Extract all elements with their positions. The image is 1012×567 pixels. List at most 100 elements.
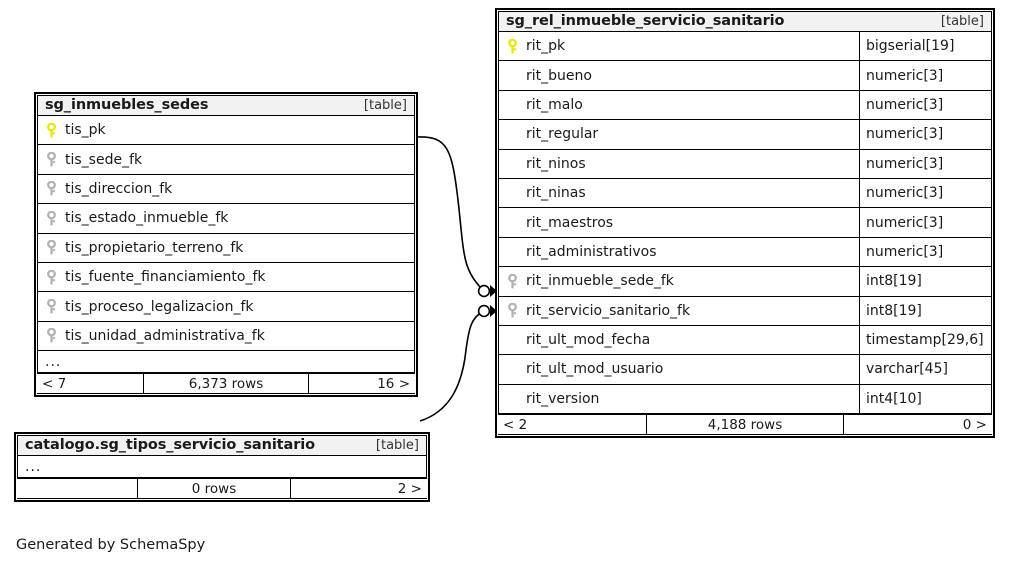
table-row: rit_ninas numeric[3] (499, 178, 991, 209)
column-name-cell: rit_administrativos (499, 238, 859, 266)
column-name-cell: rit_pk (499, 32, 859, 60)
table-title: catalogo.sg_tipos_servicio_sanitario (25, 437, 315, 453)
footer-parent-count[interactable]: < 2 (503, 416, 528, 433)
column-type-cell: int8[19] (859, 267, 991, 296)
column-name-cell: tis_proceso_legalizacion_fk (38, 292, 414, 320)
column-label: rit_version (526, 390, 600, 407)
column-type-cell: int8[19] (859, 296, 991, 325)
column-label: rit_pk (526, 38, 566, 55)
foreign-key-icon (45, 152, 58, 167)
relationship-line-servicio-sanitario (419, 312, 482, 422)
table-row: rit_version int4[10] (499, 384, 991, 415)
column-type-cell: numeric[3] (859, 149, 991, 178)
truncated-indicator: ... (45, 353, 62, 370)
table-row: rit_pk bigserial[19] (499, 32, 991, 62)
column-label: rit_bueno (526, 67, 592, 84)
table-row: rit_ult_mod_fecha timestamp[29,6] (499, 325, 991, 356)
table-type-tag: [table] (940, 13, 984, 29)
column-name-cell: rit_version (499, 385, 859, 413)
table-title: sg_rel_inmueble_servicio_sanitario (506, 13, 785, 29)
table-truncated-row: ... (38, 351, 414, 374)
column-label: rit_ult_mod_fecha (526, 332, 651, 349)
column-name-cell: tis_direccion_fk (38, 175, 414, 203)
table-footer: 0 rows 2 > (17, 478, 427, 499)
table-footer: < 2 4,188 rows 0 > (498, 414, 992, 436)
column-type-cell: bigserial[19] (859, 32, 991, 61)
diagram-caption: Generated by SchemaSpy (16, 537, 206, 553)
table-truncated-row: ... (18, 456, 426, 478)
footer-child-count[interactable]: 2 > (397, 480, 422, 497)
column-name-cell: rit_ult_mod_fecha (499, 326, 859, 354)
column-label: tis_pk (65, 122, 106, 139)
column-name-cell: tis_fuente_financiamiento_fk (38, 263, 414, 291)
column-type-cell: numeric[3] (859, 208, 991, 237)
table-row: tis_propietario_terreno_fk (38, 234, 414, 263)
column-type-cell: numeric[3] (859, 90, 991, 120)
column-label: tis_fuente_financiamiento_fk (65, 269, 266, 286)
column-name-cell: rit_bueno (499, 61, 859, 89)
relationship-line-inmueble-sede (417, 136, 482, 289)
column-name-cell: tis_unidad_administrativa_fk (38, 322, 414, 350)
column-label: rit_regular (526, 126, 599, 143)
primary-key-icon (45, 122, 58, 138)
table-row: tis_proceso_legalizacion_fk (38, 292, 414, 322)
column-label: tis_direccion_fk (65, 180, 173, 197)
footer-parent-count[interactable] (17, 479, 137, 498)
column-name-cell: rit_maestros (499, 208, 859, 236)
footer-parent-count[interactable]: < 7 (42, 375, 67, 392)
column-name-cell: rit_regular (499, 120, 859, 148)
foreign-key-icon (506, 303, 519, 318)
foreign-key-icon (45, 328, 58, 343)
table-row: rit_ninos numeric[3] (499, 149, 991, 179)
column-label: rit_ninas (526, 185, 586, 202)
table-header: catalogo.sg_tipos_servicio_sanitario [ta… (18, 436, 426, 456)
table-sg-rel-inmueble-servicio-sanitario[interactable]: sg_rel_inmueble_servicio_sanitario [tabl… (495, 8, 995, 439)
column-name-cell: tis_estado_inmueble_fk (38, 204, 414, 232)
table-row: rit_servicio_sanitario_fk int8[19] (499, 296, 991, 326)
column-label: rit_malo (526, 96, 583, 113)
column-name-cell: rit_ninas (499, 179, 859, 207)
column-type-cell: numeric[3] (859, 61, 991, 90)
primary-key-icon (506, 38, 519, 54)
column-label: tis_proceso_legalizacion_fk (65, 298, 254, 315)
column-label: rit_inmueble_sede_fk (526, 273, 674, 290)
truncated-indicator: ... (25, 458, 42, 475)
table-header: sg_inmuebles_sedes [table] (38, 96, 414, 116)
column-name-cell: rit_ult_mod_usuario (499, 355, 859, 383)
column-type-cell: numeric[3] (859, 178, 991, 208)
footer-row-count: 4,188 rows (646, 415, 844, 435)
table-footer: < 7 6,373 rows 16 > (37, 373, 415, 395)
foreign-key-icon (45, 240, 58, 255)
column-name-cell: rit_servicio_sanitario_fk (499, 297, 859, 325)
table-header: sg_rel_inmueble_servicio_sanitario [tabl… (499, 12, 991, 32)
column-type-cell: numeric[3] (859, 237, 991, 267)
table-row: tis_direccion_fk (38, 175, 414, 205)
table-row: rit_bueno numeric[3] (499, 61, 991, 91)
column-type-cell: timestamp[29,6] (859, 325, 991, 355)
foreign-key-icon (506, 273, 519, 289)
foreign-key-icon (45, 181, 58, 196)
table-title: sg_inmuebles_sedes (45, 97, 209, 113)
table-row: tis_estado_inmueble_fk (38, 204, 414, 234)
table-row: tis_sede_fk (38, 145, 414, 175)
table-catalogo-sg-tipos-servicio-sanitario[interactable]: catalogo.sg_tipos_servicio_sanitario [ta… (14, 432, 430, 502)
table-row: rit_malo numeric[3] (499, 90, 991, 121)
table-row: rit_maestros numeric[3] (499, 208, 991, 238)
column-label: rit_servicio_sanitario_fk (526, 302, 691, 319)
footer-child-count[interactable]: 0 > (962, 416, 987, 433)
column-label: tis_unidad_administrativa_fk (65, 327, 265, 344)
column-type-cell: int4[10] (859, 384, 991, 414)
table-row: tis_unidad_administrativa_fk (38, 322, 414, 352)
column-name-cell: tis_sede_fk (38, 145, 414, 173)
table-sg-inmuebles-sedes[interactable]: sg_inmuebles_sedes [table] tis_pk tis_sed… (34, 92, 418, 398)
column-name-cell: rit_inmueble_sede_fk (499, 267, 859, 295)
column-label: rit_maestros (526, 214, 614, 231)
table-columns: tis_pk tis_sede_fk tis_direccion_fk tis_est… (38, 116, 414, 352)
footer-child-count[interactable]: 16 > (377, 375, 410, 392)
foreign-key-icon (45, 269, 58, 285)
column-name-cell: tis_propietario_terreno_fk (38, 234, 414, 262)
column-label: rit_ninos (526, 155, 586, 172)
